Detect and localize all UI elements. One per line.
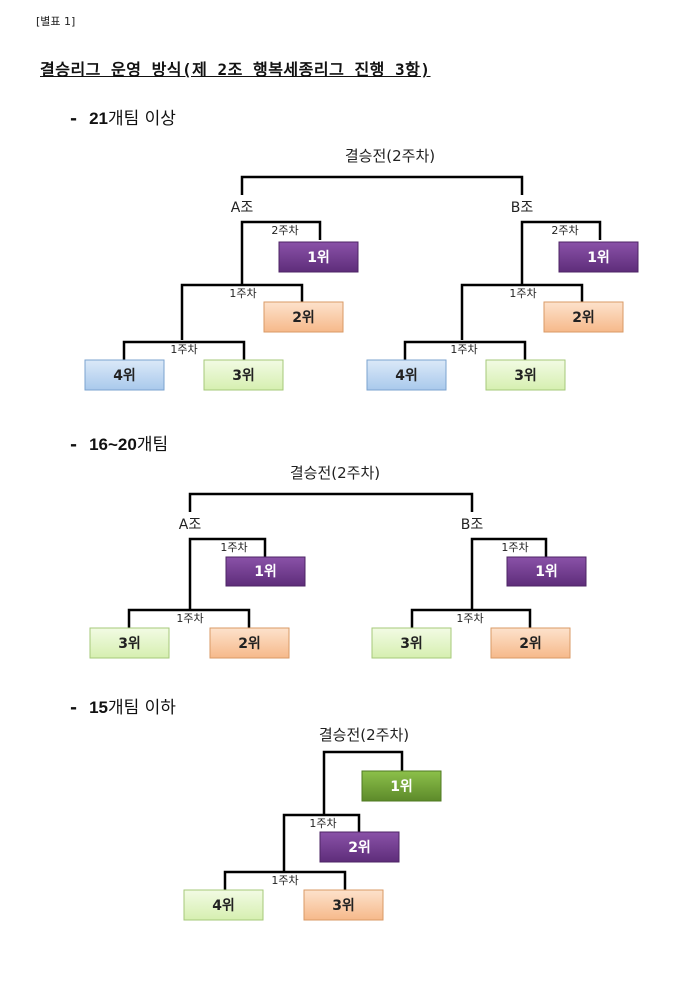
group-b-label: B조 xyxy=(511,200,534,216)
svg-text:4위: 4위 xyxy=(395,368,418,384)
bracket-21-plus xyxy=(122,175,602,360)
team-count: 16~20 xyxy=(89,435,137,454)
team-count-suffix: 개팀 xyxy=(136,435,169,455)
round-label: 1주차 xyxy=(220,541,247,554)
rank-box-3-b: 3위 xyxy=(485,359,566,391)
team-count-suffix: 개팀 이하 xyxy=(107,698,176,718)
round-label: 1주차 xyxy=(271,874,298,887)
section-dash: - xyxy=(70,109,78,129)
svg-text:1위: 1위 xyxy=(390,779,413,795)
round-label: 1주차 xyxy=(176,612,203,625)
rank-box-3-a: 3위 xyxy=(89,627,170,659)
team-count: 21 xyxy=(89,109,108,128)
svg-text:1위: 1위 xyxy=(535,564,558,580)
round-label: 1주차 xyxy=(501,541,528,554)
rank-box-1-a: 1위 xyxy=(278,241,359,273)
section-heading-21-plus: -21개팀 이상 xyxy=(70,104,176,129)
page-title: 결승리그 운영 방식(제 2조 행복세종리그 진행 3항) xyxy=(40,60,431,79)
bracket-16-20 xyxy=(127,492,548,628)
round-label: 1주차 xyxy=(170,343,197,356)
group-a-label: A조 xyxy=(231,200,254,216)
rank-box-2-a: 2위 xyxy=(263,301,344,333)
team-count: 15 xyxy=(89,698,108,717)
group-a-label: A조 xyxy=(179,517,202,533)
svg-text:2위: 2위 xyxy=(348,840,371,856)
section-heading-16-20: -16~20개팀 xyxy=(70,430,168,455)
svg-text:4위: 4위 xyxy=(212,898,235,914)
group-b-label: B조 xyxy=(461,517,484,533)
rank-box-2-a: 2위 xyxy=(209,627,290,659)
round-label: 1주차 xyxy=(309,817,336,830)
rank-box-3: 3위 xyxy=(303,889,384,921)
round-label: 1주차 xyxy=(229,287,256,300)
svg-text:4위: 4위 xyxy=(113,368,136,384)
final-label: 결승전(2주차) xyxy=(290,464,380,482)
rank-box-4: 4위 xyxy=(183,889,264,921)
rank-box-1-a: 1위 xyxy=(225,556,306,587)
svg-text:1위: 1위 xyxy=(587,250,610,266)
section-dash: - xyxy=(70,435,78,455)
svg-text:3위: 3위 xyxy=(400,636,423,652)
rank-box-1-b: 1위 xyxy=(506,556,587,587)
rank-box-1-b: 1위 xyxy=(558,241,639,273)
rank-box-2-b: 2위 xyxy=(543,301,624,333)
bracket-15-under xyxy=(223,750,404,890)
round-label: 2주차 xyxy=(551,224,578,237)
section-heading-15-under: -15개팀 이하 xyxy=(70,693,176,718)
rank-box-3-a: 3위 xyxy=(203,359,284,391)
rank-box-2-b: 2위 xyxy=(490,627,571,659)
round-label: 2주차 xyxy=(271,224,298,237)
final-label: 결승전(2주차) xyxy=(345,147,435,165)
rank-box-1: 1위 xyxy=(361,770,442,802)
rank-box-4-a: 4위 xyxy=(84,359,165,391)
svg-text:2위: 2위 xyxy=(292,310,315,326)
svg-text:3위: 3위 xyxy=(232,368,255,384)
svg-text:3위: 3위 xyxy=(514,368,537,384)
round-label: 1주차 xyxy=(509,287,536,300)
svg-text:1위: 1위 xyxy=(254,564,277,580)
rank-box-3-b: 3위 xyxy=(371,627,452,659)
final-label: 결승전(2주차) xyxy=(319,726,409,744)
section-dash: - xyxy=(70,698,78,718)
attachment-label: [별표 1] xyxy=(36,15,76,28)
svg-text:2위: 2위 xyxy=(238,636,261,652)
team-count-suffix: 개팀 이상 xyxy=(107,109,176,129)
svg-text:2위: 2위 xyxy=(519,636,542,652)
svg-text:2위: 2위 xyxy=(572,310,595,326)
rank-box-4-b: 4위 xyxy=(366,359,447,391)
round-label: 1주차 xyxy=(450,343,477,356)
rank-box-2: 2위 xyxy=(319,831,400,863)
svg-text:3위: 3위 xyxy=(118,636,141,652)
round-label: 1주차 xyxy=(456,612,483,625)
svg-text:3위: 3위 xyxy=(332,898,355,914)
svg-text:1위: 1위 xyxy=(307,250,330,266)
